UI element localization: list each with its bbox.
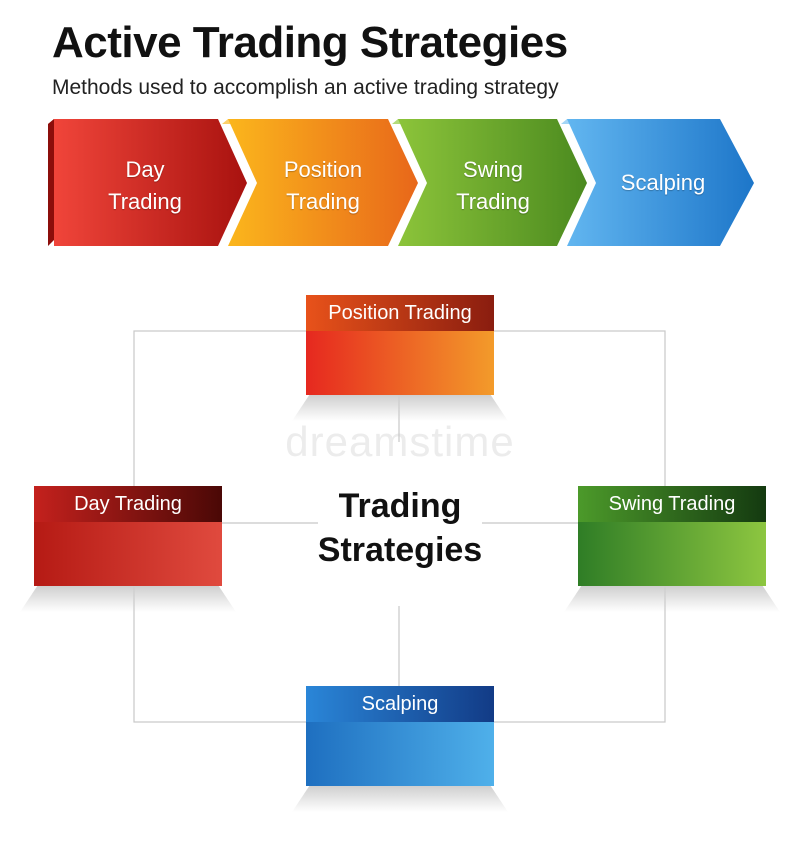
page-title: Active Trading Strategies [52,18,568,67]
box-day-trading: Day Trading [34,486,222,586]
box-shadow-left [20,586,236,612]
chevron-label-scalping: Scalping [620,170,706,195]
box-label-day-trading: Day Trading [34,486,222,522]
chevron-scalping [561,119,754,246]
box-shadow-right [564,586,780,612]
box-label-position-trading: Position Trading [306,295,494,331]
center-label-line2: Strategies [317,531,483,569]
chevron-swing-trading [392,119,587,246]
center-label: Trading Strategies [300,484,500,572]
box-scalping: Scalping [306,686,494,786]
box-position-trading: Position Trading [306,295,494,395]
box-shadow-top [292,395,508,421]
box-swing-trading: Swing Trading [578,486,766,586]
box-shadow-bottom [292,786,508,812]
page-subtitle: Methods used to accomplish an active tra… [52,76,559,99]
chevron-day-trading [48,119,247,246]
box-label-swing-trading: Swing Trading [578,486,766,522]
center-label-line1: Trading [338,487,462,525]
box-label-scalping: Scalping [306,686,494,722]
chevron-position-trading [222,119,418,246]
